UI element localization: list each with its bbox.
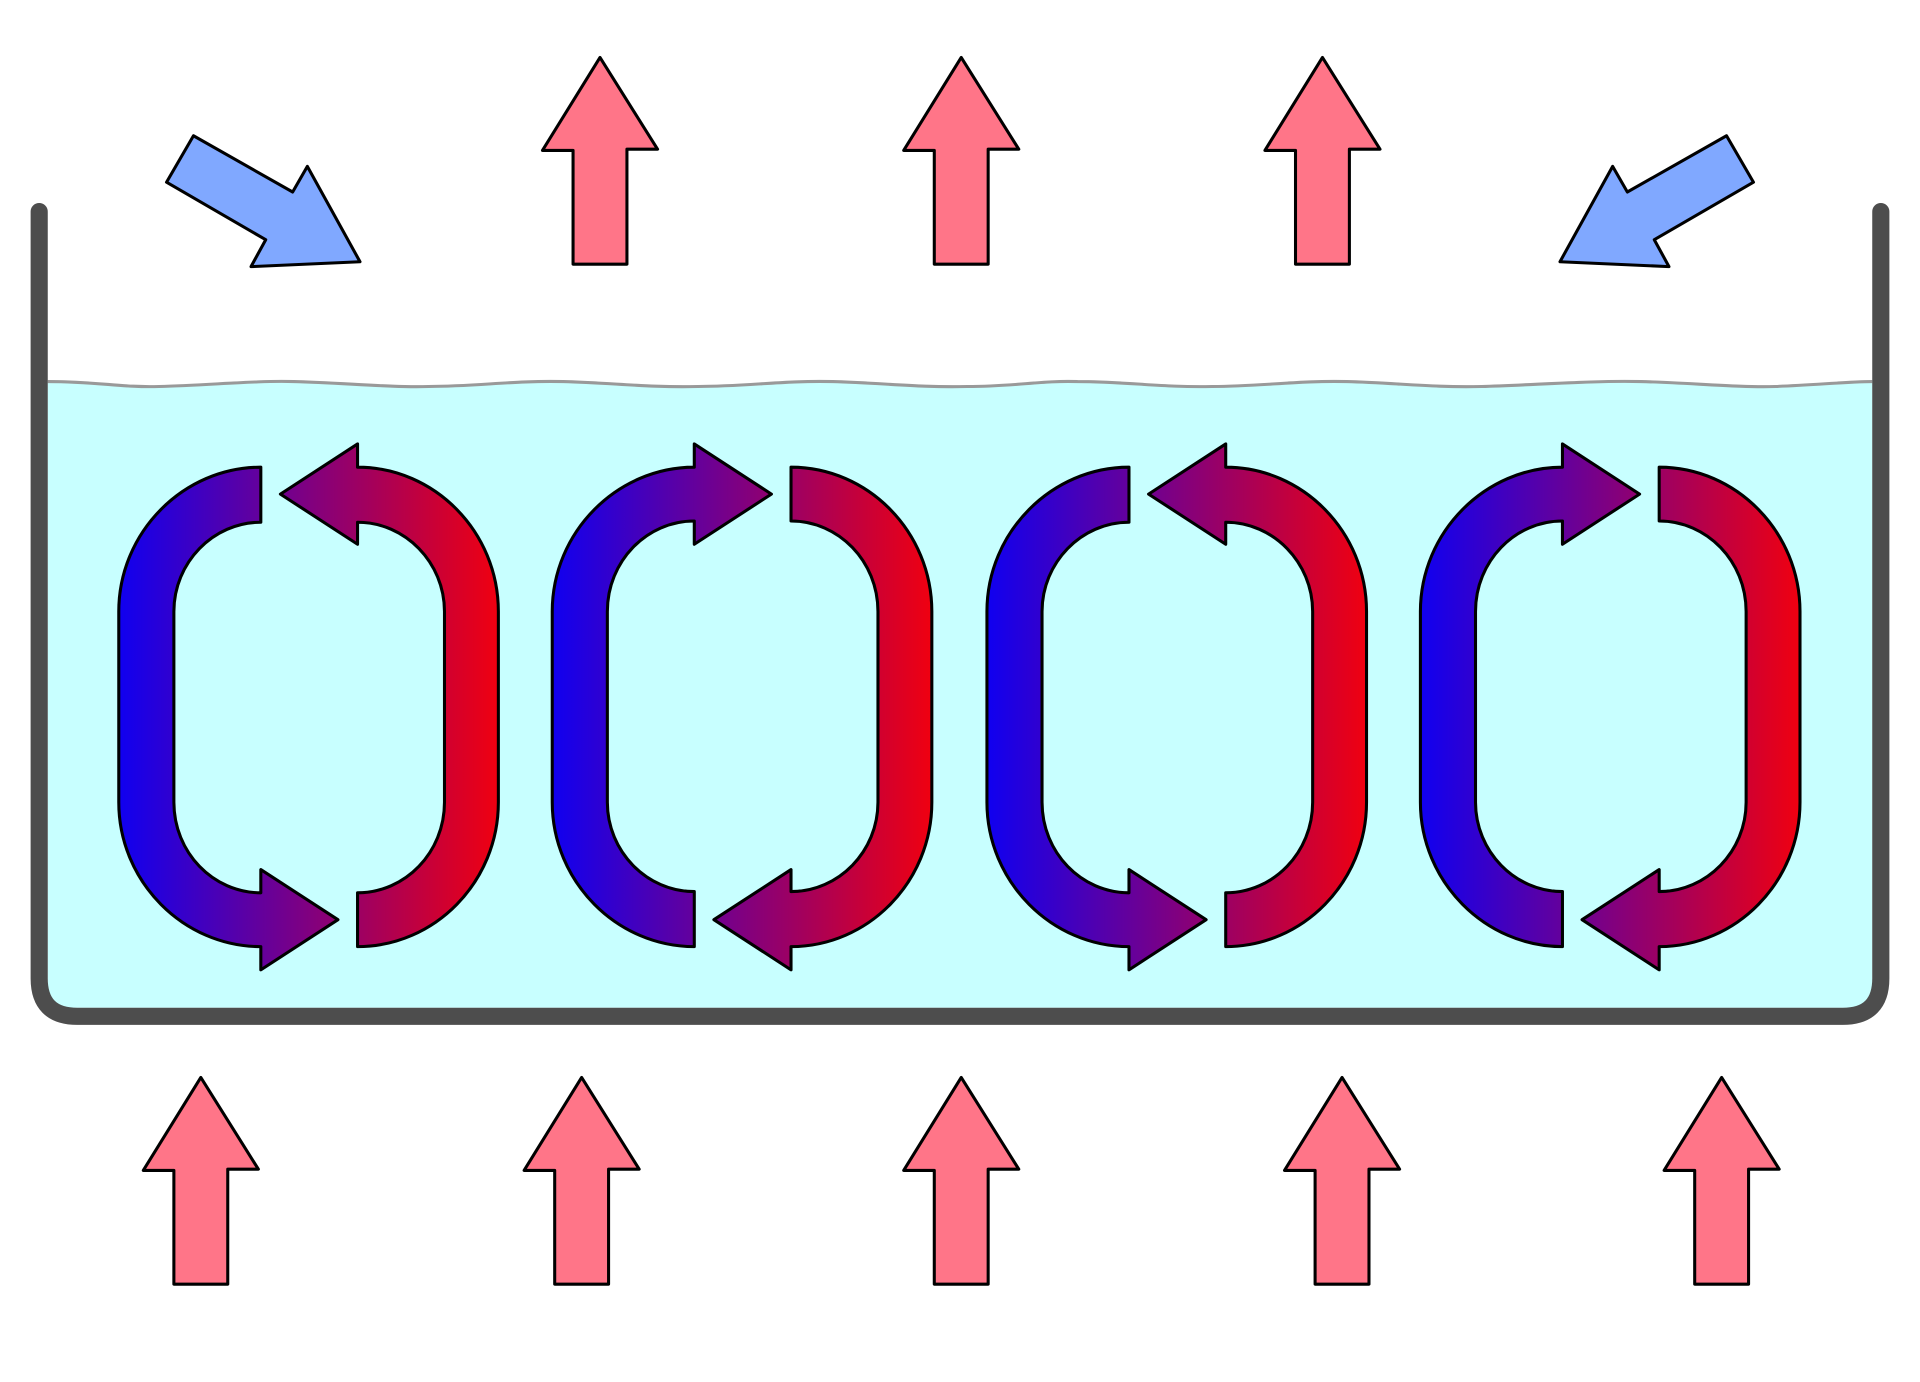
cooling-arrow-right-icon: [1558, 134, 1756, 269]
water-surface: [47, 379, 1873, 389]
heat-in-arrow-icon: [1282, 1075, 1402, 1286]
heat-in-arrow-icon: [902, 1075, 1021, 1286]
heat-in-arrow-icon: [141, 1075, 260, 1286]
heat-in-arrow-icon: [522, 1075, 641, 1286]
water: [47, 381, 1873, 1008]
heat-out-arrow-icon: [540, 55, 660, 266]
cooling-arrow-left-icon: [165, 134, 362, 269]
heat-in-arrow-icon: [1662, 1075, 1781, 1286]
heat-out-arrow-icon: [1263, 55, 1382, 266]
heat-out-arrow-icon: [902, 55, 1021, 266]
container: [30, 203, 1890, 1025]
